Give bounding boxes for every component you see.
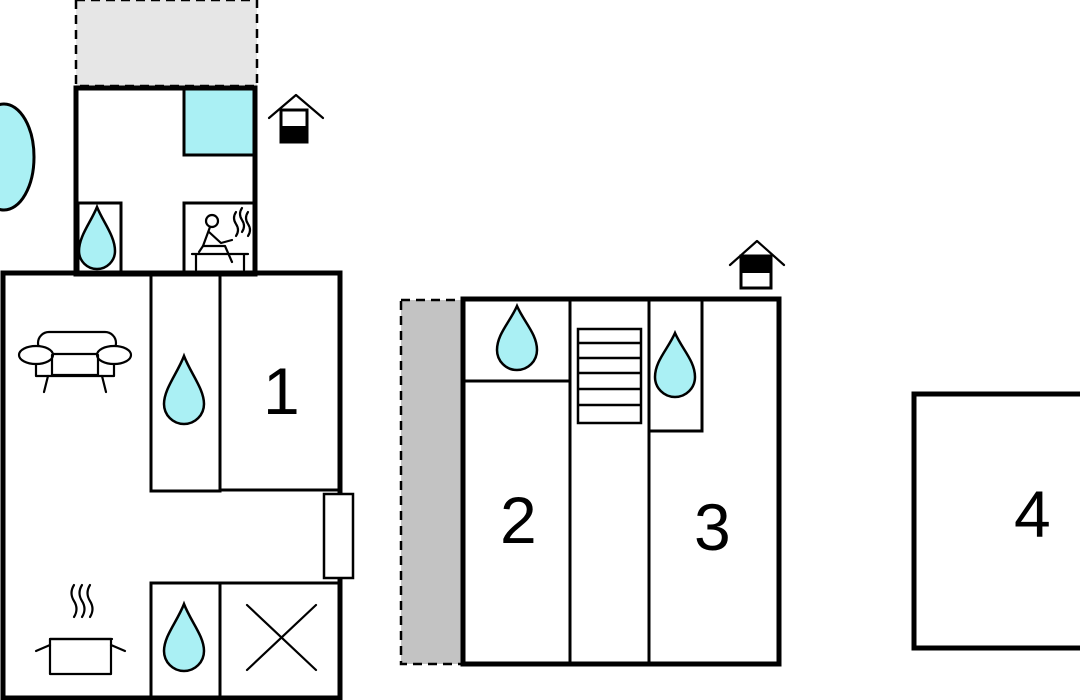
bath-room-2 xyxy=(462,298,572,383)
annex-pool-tile xyxy=(182,87,256,157)
sauna-icon xyxy=(182,201,256,276)
bathroom-drop-icon xyxy=(77,203,117,271)
room-3-label: 3 xyxy=(694,490,731,564)
bathroom-drop-icon xyxy=(162,600,206,673)
house-icon xyxy=(267,93,325,144)
door-icon xyxy=(322,492,355,580)
storage-cross-icon xyxy=(245,603,318,672)
terrace-side xyxy=(399,298,464,666)
room-1-label: 1 xyxy=(263,354,300,428)
bathroom-drop-icon xyxy=(162,352,206,426)
bath-top xyxy=(149,272,222,493)
kitchen-pot-icon xyxy=(34,583,127,676)
pool-icon xyxy=(0,102,36,212)
main-building-outline xyxy=(0,270,343,700)
bathroom-drop-icon xyxy=(653,329,697,399)
bath-bottom xyxy=(149,581,222,700)
staircase-icon xyxy=(576,327,643,425)
middle-building-outline xyxy=(460,296,782,667)
room-4-label: 4 xyxy=(1014,477,1051,551)
sofa-icon xyxy=(17,330,133,394)
bath-room-3 xyxy=(647,298,704,433)
right-building-outline xyxy=(911,391,1080,651)
bathroom-drop-icon xyxy=(495,302,539,372)
room-2-label: 2 xyxy=(500,483,537,557)
house-icon xyxy=(728,239,786,290)
terrace-top xyxy=(74,0,259,88)
